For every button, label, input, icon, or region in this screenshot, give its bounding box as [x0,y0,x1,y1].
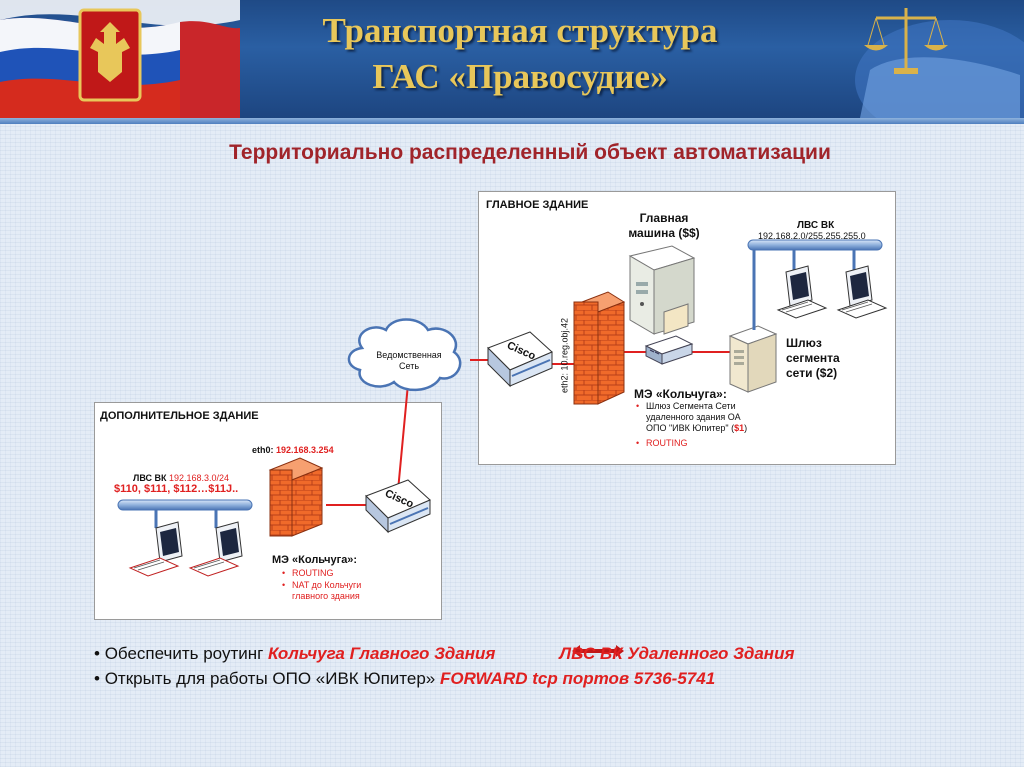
bullet-item-2: • Открыть для работы ОПО «ИВК Юпитер» FO… [94,666,794,691]
main-machine-label: Главная машина ($$) [618,211,710,241]
main-fw-item-1-line-3: ОПО "ИВК Юпитер" ($1) [646,423,786,434]
bullet-list: • Обеспечить роутинг Кольчуга Главного З… [94,641,794,691]
main-fw-item-2: • ROUTING [646,438,688,449]
extra-fw-item-2: • NAT до Кольчуги главного здания [292,580,361,602]
cloud-line-2: Сеть [365,361,453,372]
firewall-main-icon [574,292,624,404]
workstation-extra-2-icon [190,522,242,576]
firewall-extra-icon [270,458,322,536]
main-eth-label: eth2: 10.reg.obj.42 [560,301,571,411]
main-fw-item-1: • Шлюз Сегмента Сети удаленного здания О… [646,401,786,434]
network-switch-icon [646,336,692,364]
main-firewall-title: МЭ «Кольчуга»: [634,387,727,402]
main-lan-title: ЛВС ВК [797,220,834,231]
extra-firewall-title: МЭ «Кольчуга»: [272,555,357,566]
gateway-line-2: сегмента [786,351,840,366]
extra-lan-hosts: $110, $111, $112…$11J.. [114,484,238,495]
gateway-server-icon [730,326,776,392]
main-lan-net: 192.168.2.0/255.255.255.0 [758,231,866,242]
cloud-line-1: Ведомственная [365,350,453,361]
gateway-line-3: сети ($2) [786,366,840,381]
main-fw-item-1-line-1: Шлюз Сегмента Сети [646,401,786,412]
cloud-label: Ведомственная Сеть [365,350,453,372]
main-machine-line-2: машина ($$) [618,226,710,241]
workstation-extra-1-icon [130,522,182,576]
gateway-line-1: Шлюз [786,336,840,351]
extra-fw-item-1: • ROUTING [292,568,334,579]
workstation-main-1-icon [778,266,826,318]
bullet-item-1: • Обеспечить роутинг Кольчуга Главного З… [94,641,794,666]
main-machine-line-1: Главная [618,211,710,226]
extra-fw-item-2-line-2: главного здания [292,591,361,602]
workstation-main-2-icon [838,266,886,318]
gateway-label: Шлюз сегмента сети ($2) [786,336,840,381]
extra-fw-item-2-line-1: NAT до Кольчуги [292,580,361,591]
extra-eth-label: eth0: 192.168.3.254 [252,445,334,456]
server-main-machine-icon [630,246,694,334]
main-fw-item-1-line-2: удаленного здания ОА [646,412,786,423]
